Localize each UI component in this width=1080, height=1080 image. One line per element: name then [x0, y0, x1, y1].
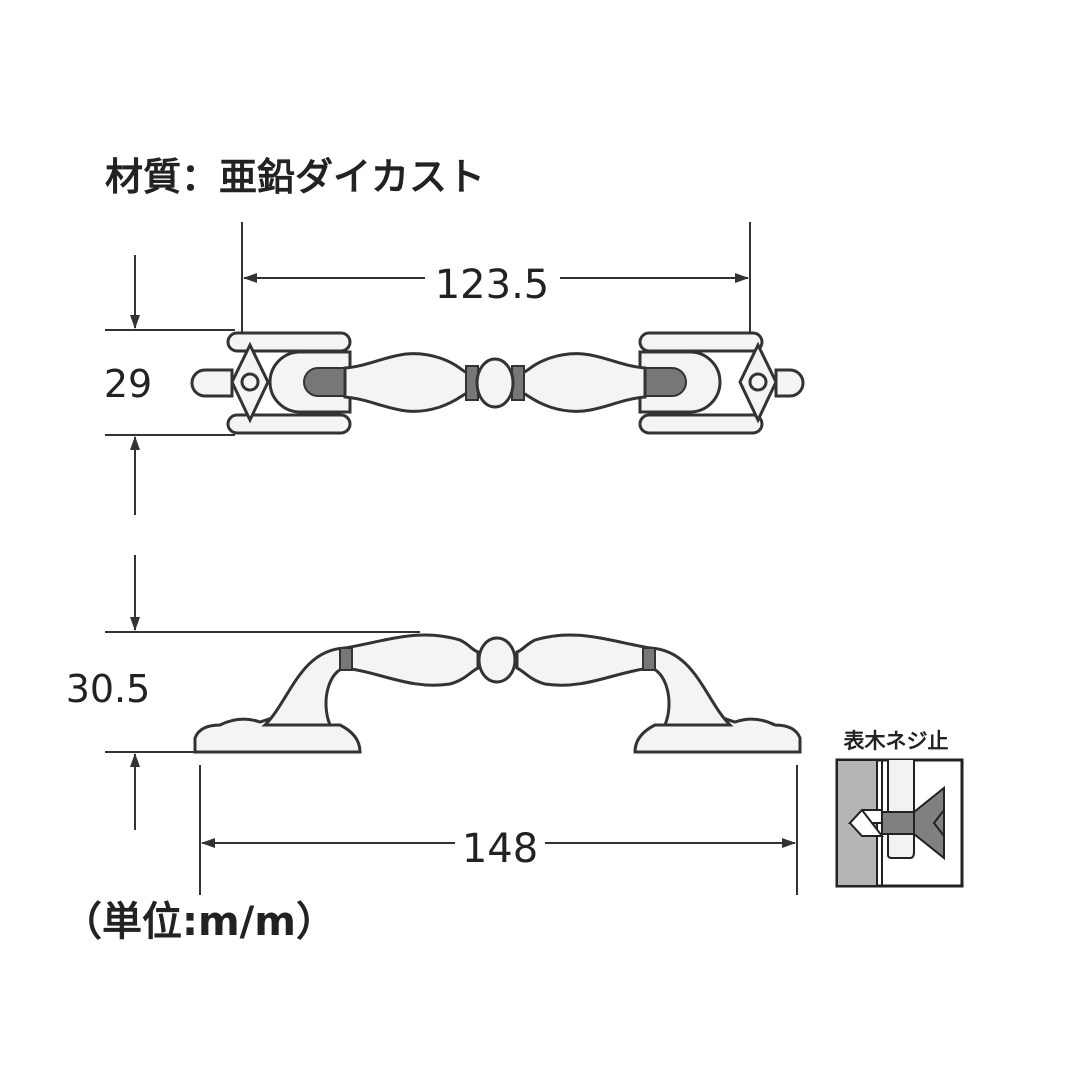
- material-label: 材質：亜鉛ダイカスト: [105, 155, 485, 199]
- dimension-overall-length: 148: [199, 765, 798, 895]
- unit-label: （単位:m/m）: [62, 899, 336, 945]
- left-base-plate: [190, 331, 352, 435]
- handle-top-view: [190, 331, 805, 435]
- dimension-base-width: 29: [104, 255, 235, 515]
- screw-shank: [881, 811, 915, 835]
- overall-length-value: 148: [462, 826, 538, 872]
- mounting-detail: 表木ネジ止: [835, 729, 964, 888]
- right-base-plate: [638, 331, 805, 435]
- mounting-label: 表木ネジ止: [844, 729, 949, 753]
- dimension-hole-pitch: 123.5: [241, 222, 751, 335]
- hole-pitch-value: 123.5: [435, 262, 550, 308]
- handle-side-view: [193, 633, 802, 754]
- screw-head-icon: [913, 785, 945, 861]
- handle-base-section: [887, 760, 915, 859]
- dimension-height: 30.5: [66, 555, 420, 830]
- height-value: 30.5: [66, 667, 151, 711]
- base-width-value: 29: [104, 362, 152, 406]
